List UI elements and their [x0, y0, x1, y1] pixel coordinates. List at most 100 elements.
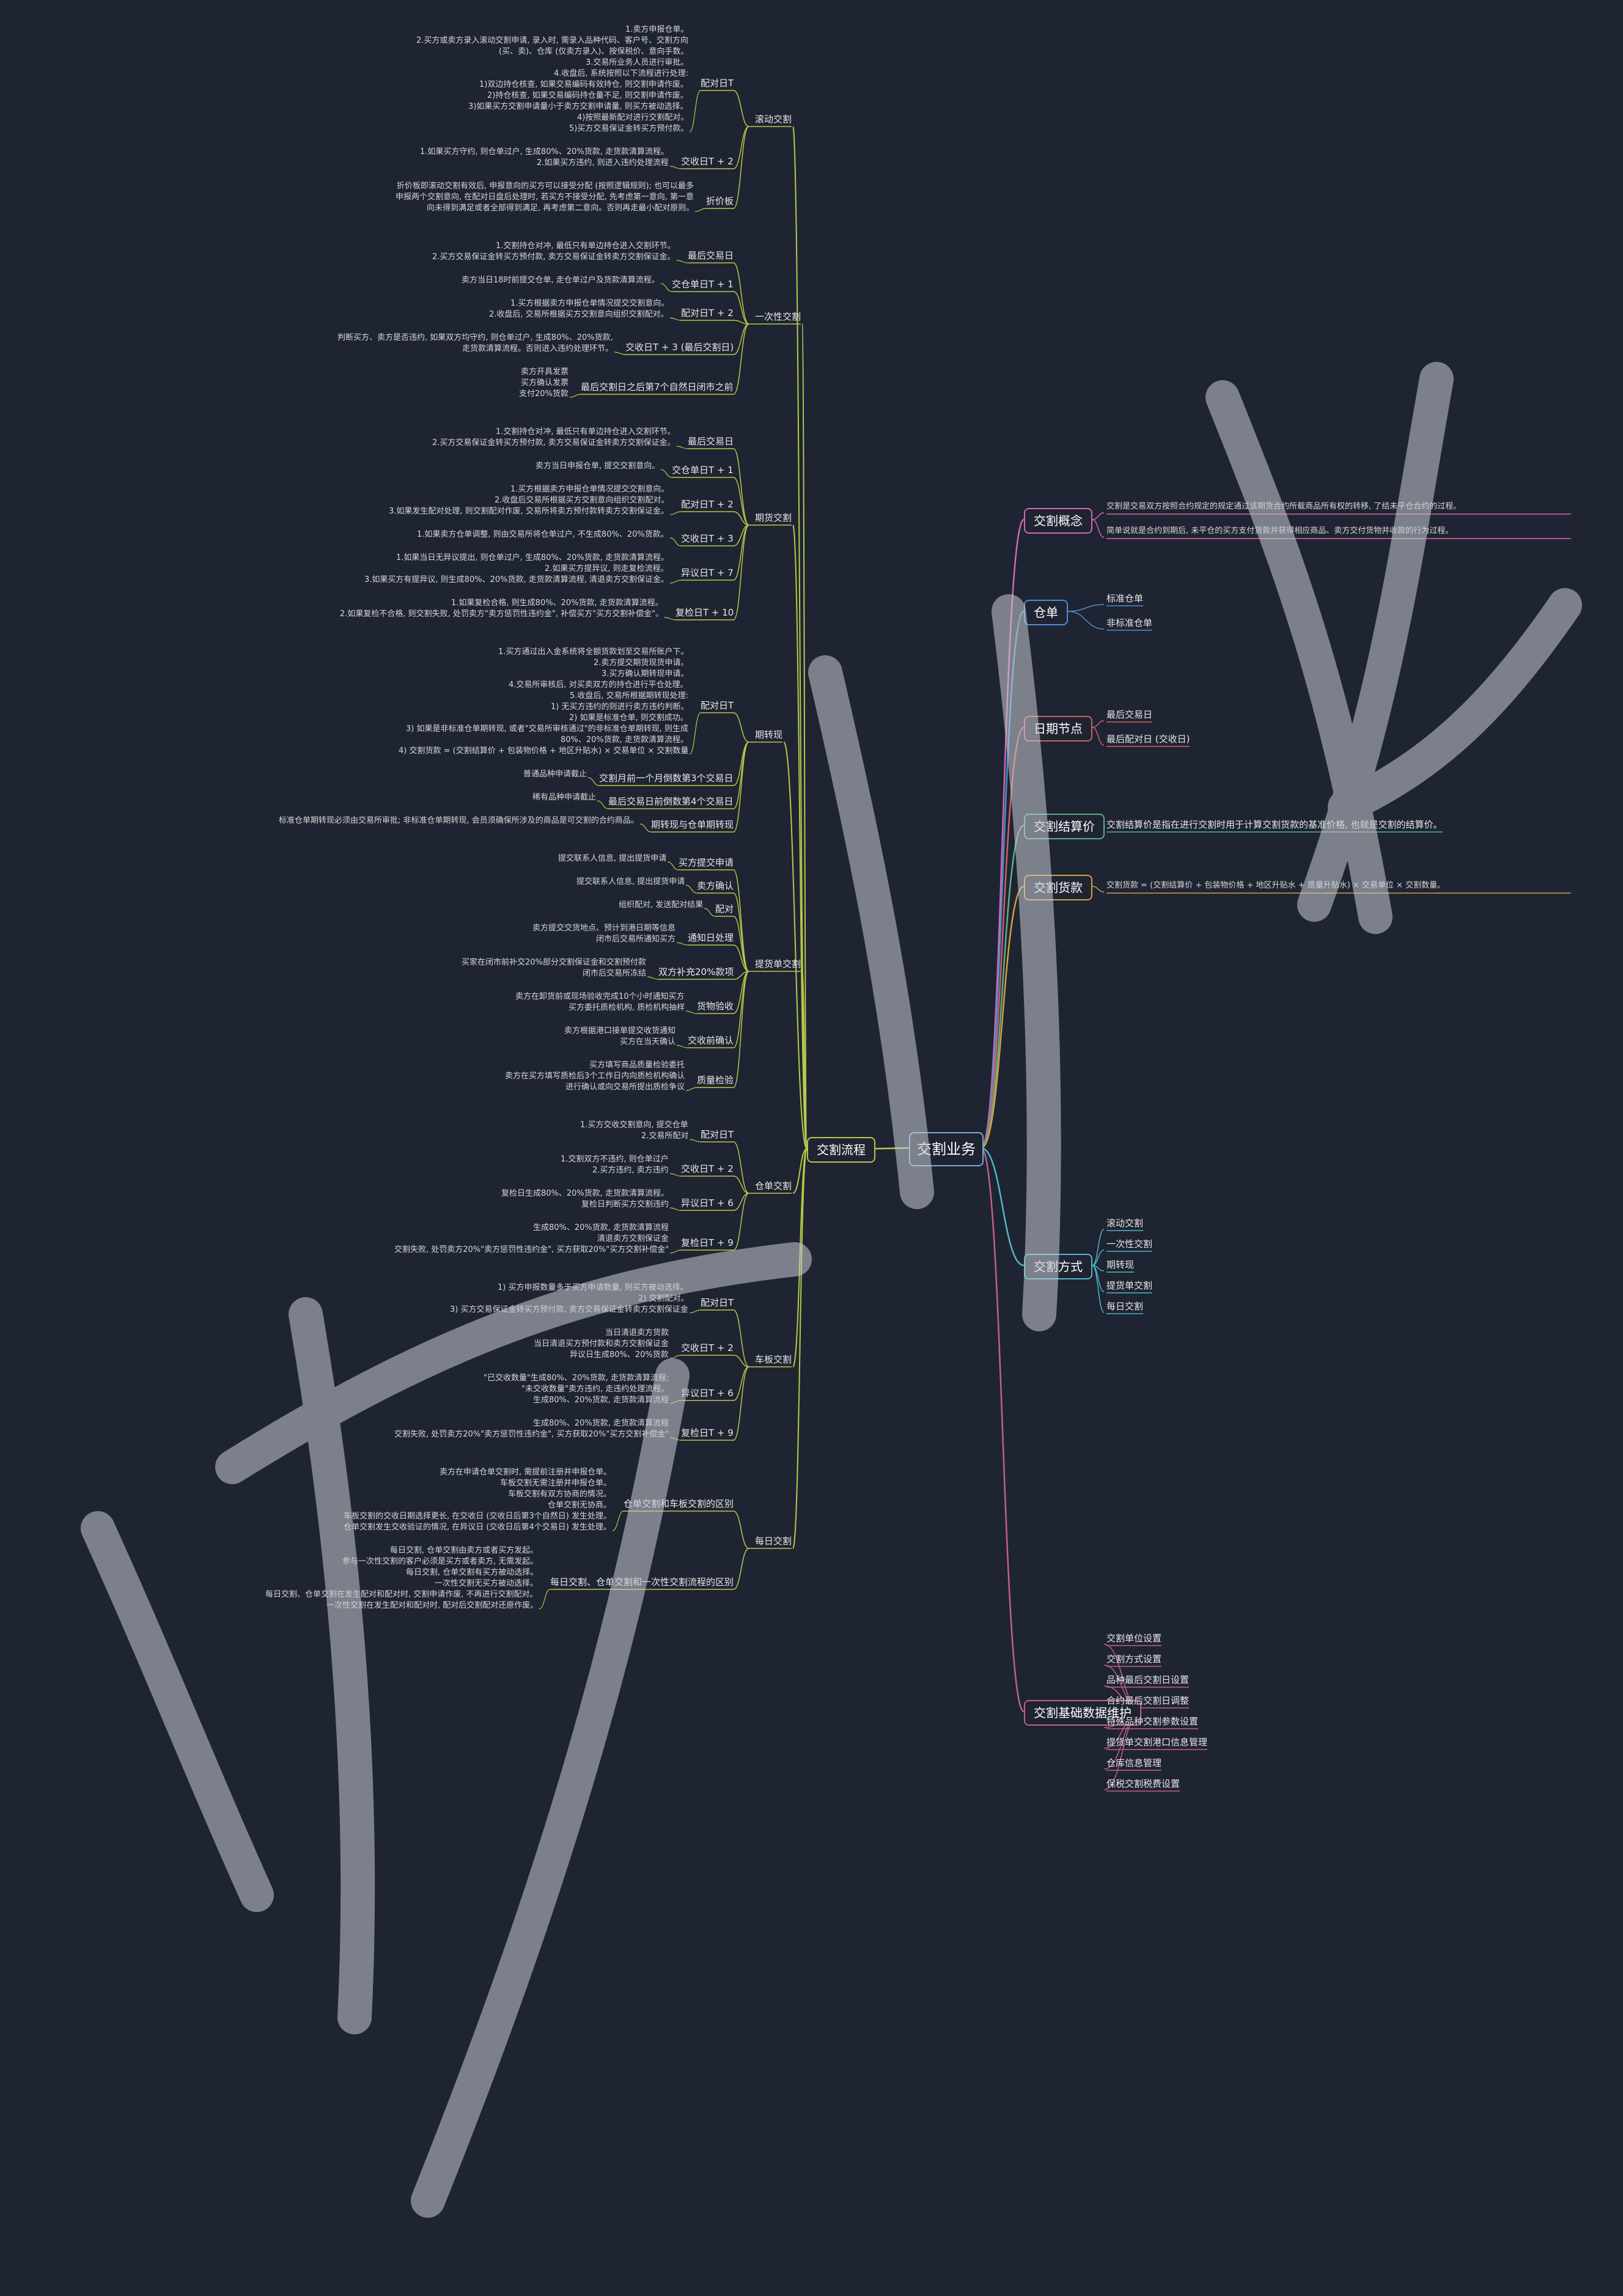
branch-5[interactable]: 交割方式: [1024, 1254, 1092, 1279]
connector: [539, 1589, 551, 1610]
branch-item[interactable]: 特殊品种交割参数设置: [1106, 1716, 1199, 1727]
l3-text: 2)持仓核查, 如果交易编码持仓量不足, 则交割申请作废。: [487, 91, 688, 100]
l3-label[interactable]: 买方提交申请: [679, 857, 734, 868]
l3-text: 每日交割、仓单交割在发生配对和配对时, 交割申请作废, 不再进行交割配对。: [265, 1590, 538, 1599]
l3-text: 3.交易所业务人员进行审批。: [586, 58, 689, 67]
l2-0[interactable]: 滚动交割: [755, 114, 792, 125]
l3-text: 一次性交割在发生配对和配对时, 配对后交割配对还原作废。: [326, 1601, 539, 1610]
l3-text: 1.如果复检合格, 则生成80%、20%货款, 走货款清算流程。: [451, 598, 663, 608]
connector: [733, 1141, 749, 1194]
l3-text: 参与一次性交割的客户必须是买方或者卖方, 无需发起。: [342, 1557, 539, 1566]
l3-label[interactable]: 异议日T + 7: [681, 567, 734, 578]
branch-item[interactable]: 交割是交易双方按照合约规定的规定通过该期货合约所载商品所有权的转移, 了结未平仓…: [1106, 502, 1462, 511]
l3-label[interactable]: 期转现与仓单期转现: [651, 819, 734, 830]
l3-text: 组织配对, 发送配对结果: [619, 900, 704, 910]
branch-item[interactable]: 品种最后交割日设置: [1106, 1674, 1190, 1685]
l3-label[interactable]: 配对: [715, 903, 734, 914]
l3-text: 1.交割持仓对冲, 最低只有单边持仓进入交割环节。: [496, 427, 675, 436]
l3-label[interactable]: 交割月前一个月倒数第3个交易日: [599, 773, 734, 784]
branch-3[interactable]: 交割结算价: [1024, 814, 1105, 839]
branch-item[interactable]: 仓库信息管理: [1106, 1757, 1162, 1768]
l3-text: 清退卖方交割保证金: [597, 1234, 669, 1243]
l3-text: 1.卖方申报仓单。: [625, 25, 689, 34]
l2-1[interactable]: 一次性交割: [755, 311, 801, 322]
l3-label[interactable]: 最后交易日前倒数第4个交易日: [608, 796, 734, 807]
branch-item[interactable]: 交割结算价是指在进行交割时用于计算交割货款的基准价格, 也就是交割的结算价。: [1106, 819, 1443, 830]
l3-label[interactable]: 复检日T + 10: [675, 607, 734, 618]
branch-item[interactable]: 保税交割税费设置: [1106, 1778, 1180, 1789]
l3-label[interactable]: 交收日T + 2: [681, 156, 734, 167]
l3-label[interactable]: 最后交易日: [688, 250, 734, 261]
l2-2[interactable]: 期货交割: [755, 512, 792, 523]
branch-item[interactable]: 交割方式设置: [1106, 1654, 1162, 1665]
l3-text: 3.买方确认期转现申请。: [602, 669, 689, 679]
l3-label[interactable]: 交仓单日T + 1: [672, 279, 734, 290]
l3-label[interactable]: 折价板: [706, 196, 734, 207]
branch-item[interactable]: 最后交易日: [1106, 709, 1153, 720]
branch-item[interactable]: 最后配对日 (交收日): [1106, 734, 1190, 745]
l3-label[interactable]: 交仓单日T + 1: [672, 465, 734, 476]
branch-item[interactable]: 标准仓单: [1106, 593, 1144, 604]
branch-0[interactable]: 交割概念: [1024, 508, 1092, 534]
l3-label[interactable]: 配对日T: [701, 78, 734, 89]
l3-label[interactable]: 交收日T + 3: [681, 533, 734, 544]
l3-label[interactable]: 交收日T + 3 (最后交割日): [625, 342, 734, 353]
l3-label[interactable]: 质量检验: [697, 1075, 734, 1086]
l3-label[interactable]: 仓单交割和车板交割的区别: [624, 1498, 734, 1509]
branch-6[interactable]: 交割基础数据维护: [1024, 1700, 1141, 1726]
l2-6[interactable]: 车板交割: [755, 1354, 792, 1365]
root-node[interactable]: 交割业务: [909, 1132, 984, 1166]
branch-item[interactable]: 提货单交割: [1106, 1280, 1153, 1291]
l3-text: 1)双边持仓核查, 如果交易编码有效持仓, 则交割申请作废。: [479, 80, 688, 89]
branch-item[interactable]: 非标准仓单: [1106, 617, 1153, 628]
l2-3[interactable]: 期转现: [755, 729, 783, 740]
l3-label[interactable]: 异议日T + 6: [681, 1388, 734, 1399]
l3-text: 1) 无买方违约的则进行卖方违约判断。: [551, 702, 689, 712]
l2-7[interactable]: 每日交割: [755, 1536, 792, 1547]
l3-label[interactable]: 交收前确认: [688, 1035, 734, 1046]
l2-4[interactable]: 提货单交割: [755, 959, 801, 970]
l3-text: 卖方在买方填写质检后3个工作日内向质检机构确认: [505, 1072, 685, 1081]
l3-label[interactable]: 交收日T + 2: [681, 1163, 734, 1174]
l3-label[interactable]: 异议日T + 6: [681, 1198, 734, 1209]
l3-label[interactable]: 货物验收: [697, 1001, 734, 1012]
l3-text: 买方填写商品质量检验委托: [589, 1061, 685, 1070]
l3-label[interactable]: 配对日T: [701, 700, 734, 711]
branch-item[interactable]: 简单说就是合约到期后, 未平仓的买方支付货款并获得相应商品、卖方交付货物并收款的…: [1106, 526, 1454, 535]
branch-4[interactable]: 交割货款: [1024, 875, 1092, 900]
l3-label[interactable]: 配对日T + 2: [681, 307, 734, 318]
l3-text: 当日清退卖方货款: [605, 1328, 669, 1337]
l3-text: 5)买方交易保证金转买方预付款。: [569, 124, 689, 133]
branch-item[interactable]: 滚动交割: [1106, 1218, 1144, 1229]
l3-label[interactable]: 配对日T: [701, 1297, 734, 1308]
l3-text: 支付20%货款: [519, 389, 569, 399]
branch-item[interactable]: 期转现: [1106, 1259, 1135, 1270]
branch-item[interactable]: 交割单位设置: [1106, 1633, 1162, 1644]
l3-label[interactable]: 交收日T + 2: [681, 1342, 734, 1353]
branch-2[interactable]: 日期节点: [1024, 716, 1092, 741]
l3-label[interactable]: 复检日T + 9: [681, 1427, 734, 1438]
connector: [733, 1176, 749, 1194]
branch-item[interactable]: 提货单交割港口信息管理: [1106, 1737, 1208, 1748]
connector: [733, 971, 749, 1088]
branch-1[interactable]: 仓单: [1024, 600, 1068, 625]
l3-label[interactable]: 卖方确认: [697, 880, 734, 891]
l3-label[interactable]: 每日交割、仓单交割和一次性交割流程的区别: [550, 1577, 734, 1588]
l3-label[interactable]: 配对日T + 2: [681, 499, 734, 510]
branch-item[interactable]: 交割货款 = (交割结算价 + 包装物价格 + 地区升贴水 + 质量升贴水) ×…: [1106, 881, 1446, 890]
l2-5[interactable]: 仓单交割: [755, 1180, 792, 1191]
l3-text: 4) 交割货款 = (交割结算价 + 包装物价格 + 地区升贴水) × 交易单位…: [399, 746, 689, 756]
l3-text: 3)如果买方交割申请量小于卖方交割申请量, 则买方被动选择。: [468, 102, 688, 111]
connector: [733, 1510, 749, 1549]
l3-label[interactable]: 双方补充20%款项: [658, 966, 734, 977]
l3-label[interactable]: 复检日T + 9: [681, 1237, 734, 1248]
l3-label[interactable]: 最后交易日: [688, 436, 734, 447]
branch-item[interactable]: 每日交割: [1106, 1301, 1144, 1312]
connector: [733, 1548, 749, 1590]
l3-label[interactable]: 通知日处理: [688, 932, 734, 943]
l3-label[interactable]: 配对日T: [701, 1129, 734, 1140]
branch-jiaoge-liucheng[interactable]: 交割流程: [807, 1137, 875, 1163]
l3-label[interactable]: 最后交割日之后第7个自然日闭市之前: [581, 381, 734, 392]
branch-item[interactable]: 合约最后交割日调整: [1106, 1695, 1190, 1706]
branch-item[interactable]: 一次性交割: [1106, 1238, 1153, 1249]
